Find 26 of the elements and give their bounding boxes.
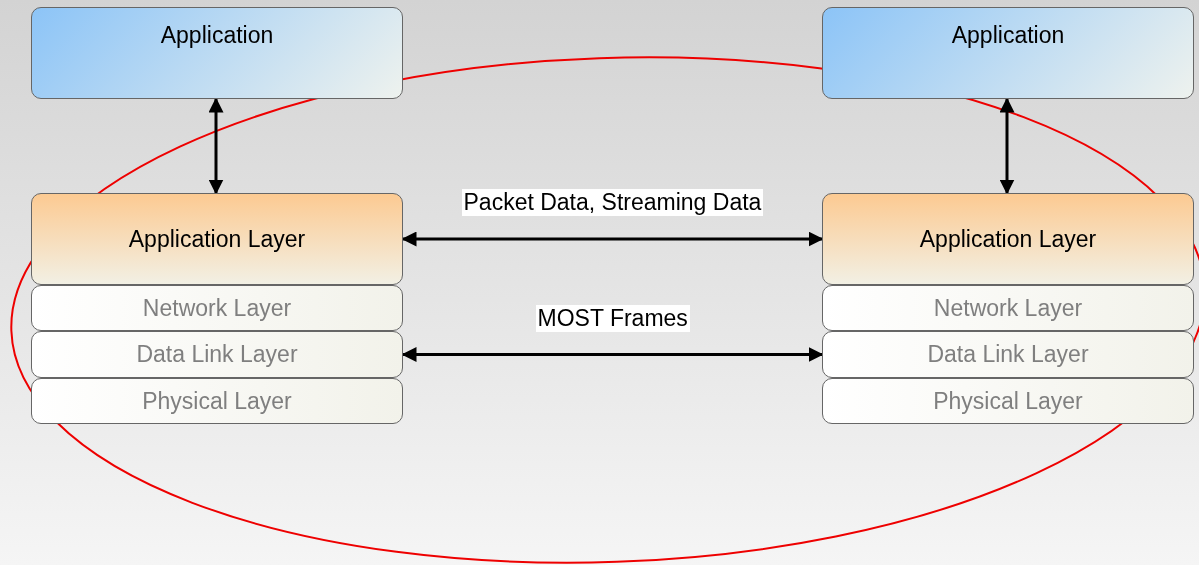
layer-label: Data Link Layer [136, 341, 298, 368]
layer-label: Physical Layer [933, 387, 1083, 415]
double-arrow [208, 97, 224, 195]
application-box [31, 7, 403, 99]
layer-box [822, 285, 1194, 331]
layer-label: Application Layer [919, 225, 1097, 253]
double-arrow [401, 347, 824, 362]
application-layer-box [822, 193, 1194, 285]
application-layer-box [31, 193, 403, 285]
double-arrow [401, 231, 824, 247]
double-arrow [999, 97, 1015, 195]
layer-label: Physical Layer [142, 387, 292, 415]
layer-box [31, 331, 403, 378]
layer-label: Data Link Layer [927, 341, 1089, 368]
application-box [822, 7, 1194, 99]
layer-label: Application [951, 22, 1065, 49]
layer-box [822, 331, 1194, 378]
layer-box [31, 285, 403, 331]
layer-box [822, 378, 1194, 424]
layer-label: Network Layer [142, 294, 292, 322]
edge-label: MOST Frames [535, 304, 690, 332]
layer-label: Application [160, 22, 274, 49]
layer-label: Application Layer [128, 225, 306, 253]
layer-label: Network Layer [933, 294, 1083, 322]
edge-label: Packet Data, Streaming Data [461, 189, 764, 216]
layer-box [31, 378, 403, 424]
